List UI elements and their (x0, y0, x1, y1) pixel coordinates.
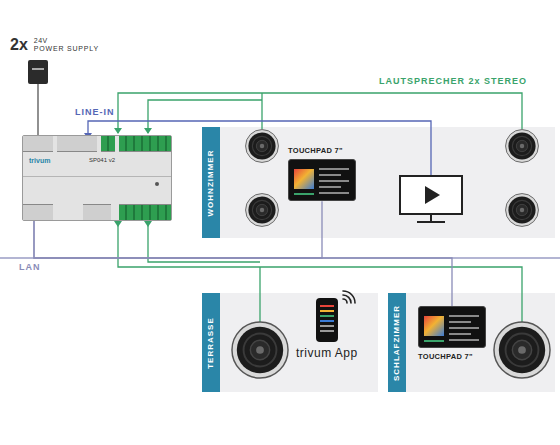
app-label: trivum App (296, 347, 358, 360)
phone-row (320, 330, 334, 332)
room-strip (388, 293, 406, 392)
room-name: TERRASSE (207, 317, 216, 369)
tablet-row (319, 174, 341, 176)
tablet-row (319, 168, 349, 170)
phone-row (320, 310, 334, 312)
device-node: trivum SP041 v2 (22, 135, 172, 221)
room-zone: WOHNZIMMER TOUCHPAD 7" (202, 127, 555, 238)
psu-label: POWER SUPPLY (34, 45, 99, 53)
lan-cable (34, 221, 452, 306)
room-name: SCHLAFZIMMER (393, 305, 402, 381)
device-node: trivum App (296, 298, 358, 360)
device-body-line (23, 176, 171, 177)
terminal-block (119, 136, 171, 152)
voltage-label: 24V (34, 37, 99, 45)
room-ground (202, 127, 555, 238)
model-label: SP041 v2 (89, 157, 115, 164)
power-supply-icon (28, 60, 48, 84)
tablet-row (449, 321, 471, 323)
tablet-device (288, 159, 356, 201)
room-strip (202, 127, 220, 238)
phone-row (320, 325, 334, 327)
phone-device (316, 298, 338, 342)
room-zone: TERRASSE trivum App (202, 293, 378, 392)
tv-icon (400, 176, 462, 222)
brand-label: trivum (29, 157, 50, 165)
room-name: WOHNZIMMER (207, 149, 216, 216)
room-panels (202, 127, 555, 392)
device-node: TOUCHPAD 7" (288, 147, 356, 201)
wire-label: LAN (18, 263, 42, 273)
tablet-bar (424, 340, 444, 342)
tablet-row (449, 315, 479, 317)
device-node: TOUCHPAD 7" (418, 306, 486, 361)
room-strip (202, 293, 220, 392)
room-ground (202, 293, 378, 392)
tablet-row (449, 339, 479, 341)
room-panel (388, 293, 555, 392)
phone-row (320, 305, 334, 307)
terminal-block (23, 204, 53, 220)
phone-row (320, 315, 334, 317)
tablet-cover-art (294, 169, 314, 189)
tablet-cover-art (424, 316, 444, 336)
terminal-block (57, 136, 97, 152)
wire-label: LAUTSPRECHER 2x STEREO (378, 77, 528, 87)
terminal-block (101, 136, 115, 152)
room-panel (202, 293, 378, 392)
device-label: TOUCHPAD 7" (418, 353, 473, 361)
tablet-bar (294, 193, 314, 195)
tablet-row (319, 186, 341, 188)
wire-label: LINE-IN (74, 108, 116, 118)
tablet-row (449, 327, 479, 329)
status-led (155, 182, 159, 186)
room-ground (388, 293, 555, 392)
tablet-row (319, 180, 349, 182)
tablet-row (449, 333, 471, 335)
tablet-device (418, 306, 486, 348)
quantity-label: 2x (10, 36, 28, 54)
terminal-block (23, 136, 53, 152)
wifi-icon (343, 291, 355, 303)
terminal-block (119, 204, 171, 220)
device-label: TOUCHPAD 7" (288, 147, 343, 155)
room-zone: SCHLAFZIMMER TOUCHPAD 7" (388, 293, 555, 392)
terminal-block (83, 204, 111, 220)
speaker-wires (118, 93, 522, 322)
phone-row (320, 320, 334, 322)
speakers (232, 130, 550, 378)
device-node: 2x 24VPOWER SUPPLY (10, 36, 99, 84)
tablet-row (319, 192, 349, 194)
power-cable (37, 84, 38, 135)
room-panel (202, 127, 555, 238)
psu-slot (32, 68, 44, 70)
